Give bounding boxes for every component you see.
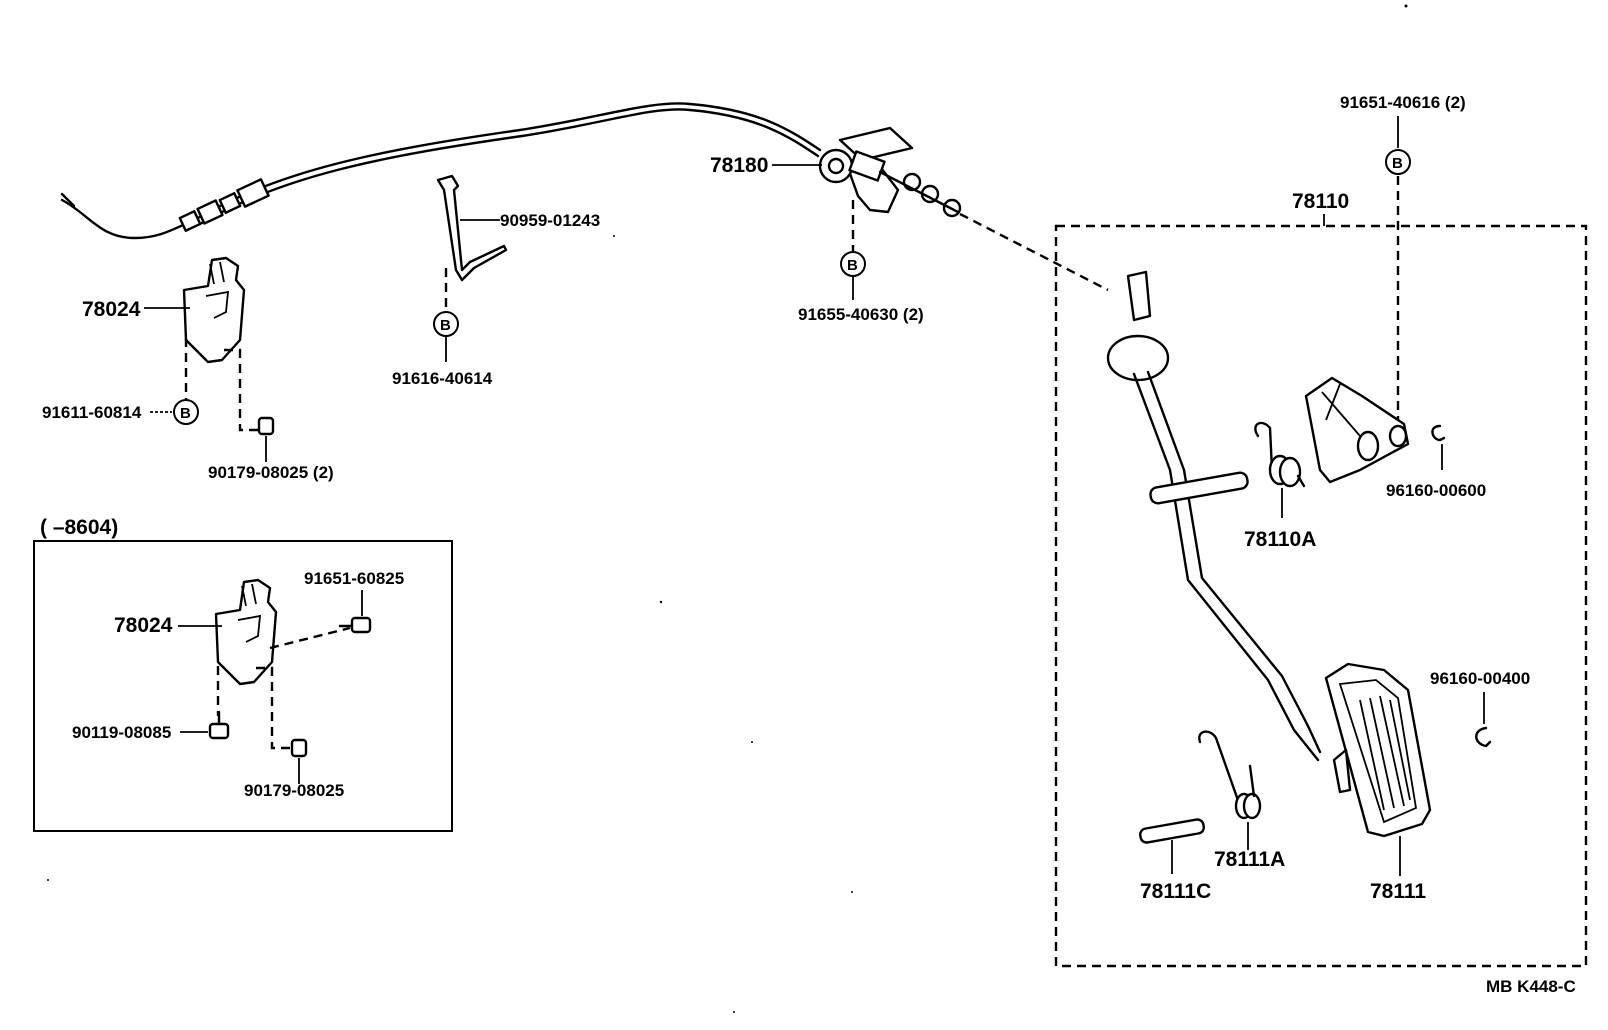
label-inset-bolt-lower: 90119-08085	[72, 723, 171, 742]
bolt-icon	[208, 710, 230, 740]
inset-range-label: ( –8604)	[40, 516, 118, 539]
pedal-pad	[1324, 662, 1432, 838]
pin-lower	[1139, 818, 1205, 844]
label-pedal-pad: 78111	[1370, 880, 1426, 903]
label-pedal-assy: 78110	[1292, 190, 1349, 213]
diagram-code: MB K448-C	[1486, 977, 1576, 996]
b-marker-text: B	[1392, 155, 1403, 172]
cable-bracket	[818, 126, 1109, 292]
label-spring-lower: 78111A	[1214, 848, 1285, 871]
nut-icon	[290, 738, 308, 758]
label-bolt-bracket-top: 91611-60814	[42, 403, 142, 422]
nut-icon	[257, 416, 275, 436]
bolt-b-marker-icon: B	[173, 399, 199, 425]
inset-box	[33, 540, 453, 832]
pedal-arm	[1106, 270, 1322, 762]
b-marker-text: B	[440, 317, 451, 334]
bolt-icon	[338, 616, 372, 634]
label-clip-upper: 96160-00600	[1386, 481, 1486, 500]
b-marker-text: B	[180, 405, 191, 422]
pedal-bracket	[1304, 376, 1410, 484]
bracket-top	[182, 256, 246, 364]
label-clip-lower: 96160-00400	[1430, 669, 1530, 688]
label-clamp: 90959-01243	[500, 211, 600, 230]
label-bracket-top: 78024	[82, 298, 141, 321]
b-marker-text: B	[847, 257, 858, 274]
label-pin-lower: 78111C	[1140, 880, 1211, 903]
spring-lower	[1198, 730, 1262, 820]
spring-upper	[1254, 421, 1306, 488]
bolt-b-marker-icon: B	[1385, 149, 1411, 175]
label-inset-nut: 90179-08025	[244, 781, 344, 800]
label-inset-bracket: 78024	[114, 614, 173, 637]
clip-upper-icon	[1431, 424, 1446, 442]
pedal-assy-box	[1054, 224, 1588, 968]
bolt-b-marker-icon: B	[840, 251, 866, 277]
accelerator-cable	[60, 102, 822, 240]
label-bolt-pedal-bracket: 91651-40616 (2)	[1340, 93, 1466, 112]
clip-lower-icon	[1475, 726, 1492, 748]
bolt-b-marker-icon: B	[433, 311, 459, 337]
label-inset-bolt-upper: 91651-60825	[304, 569, 404, 588]
label-bolt-cable-bracket: 91655-40630 (2)	[798, 305, 924, 324]
inset-bracket	[214, 578, 278, 686]
cable-clamp	[436, 174, 508, 282]
label-bolt-clamp: 91616-40614	[392, 369, 493, 388]
label-cable-assy: 78180	[710, 154, 768, 177]
label-nut-bracket-top: 90179-08025 (2)	[208, 463, 334, 482]
label-spring-upper: 78110A	[1244, 528, 1316, 551]
